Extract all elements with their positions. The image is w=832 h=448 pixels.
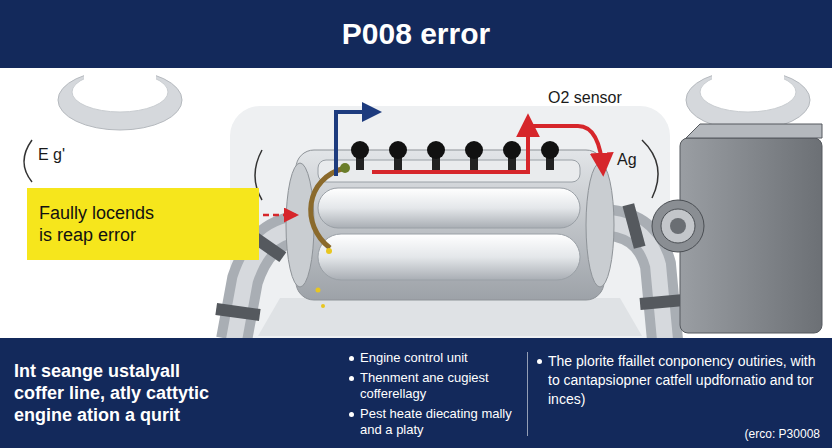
flow-arrow	[336, 112, 378, 176]
summary-text: Int seange ustalyall coffer line, atly c…	[14, 360, 222, 426]
title-band-text: P008 error	[0, 0, 832, 68]
engine-bolt	[503, 141, 521, 159]
transmission-box	[652, 124, 822, 333]
engine-block	[586, 163, 614, 287]
text-item: The plorite ffaillet conponency outiries…	[536, 352, 820, 409]
title-band	[0, 0, 832, 68]
text-item: (erco: P30008	[745, 427, 820, 442]
fuel-tube	[340, 163, 350, 173]
axis-label: Ag	[617, 150, 637, 169]
text-item: Engine control unit	[348, 350, 520, 366]
text-column: Faully locends is reap error	[39, 202, 247, 246]
fault-pointer-arrow	[263, 215, 296, 216]
label-holder: Ag	[617, 150, 637, 169]
text-item: Pest heate diecating mally and a platy	[348, 406, 520, 438]
part-label: O2 sensor	[548, 88, 622, 107]
fuel-tube	[326, 248, 332, 254]
bullet-text: The plorite ffaillet conponency outiries…	[548, 352, 820, 409]
engine-bolt	[427, 141, 445, 159]
rotation-arc	[24, 140, 32, 182]
bullet-dot	[349, 356, 354, 361]
engine-base	[258, 298, 642, 336]
engine-bolt	[541, 141, 559, 159]
fuel-tube	[311, 163, 350, 308]
exhaust-pipe	[623, 203, 646, 249]
fuel-tube	[316, 288, 321, 293]
error-code-caption: (erco: P30008	[745, 427, 820, 442]
text-column: The plorite ffaillet conponency outiries…	[536, 352, 820, 409]
callout-text: Faully locends is reap error	[39, 202, 163, 246]
column-divider	[527, 352, 528, 436]
exhaust-pipe	[215, 303, 260, 321]
title-band	[0, 0, 832, 68]
engine-block	[318, 234, 580, 280]
background-platform	[230, 106, 670, 342]
fault-pointer-arrow	[263, 214, 296, 217]
text-column: Int seange ustalyall coffer line, atly c…	[14, 360, 222, 426]
sensor-wire	[372, 118, 603, 172]
transmission-box	[652, 200, 704, 252]
text-column: Engine control unitThenment ane cugiest …	[348, 350, 520, 442]
transmission-box	[670, 218, 686, 234]
label-holder: O2 sensor	[548, 88, 622, 107]
bullet-dot	[537, 359, 542, 364]
axis-label: E g'	[38, 145, 65, 164]
background-platform	[230, 106, 670, 342]
sensor-wire	[372, 118, 528, 172]
text-item: Faully locends is reap error	[39, 202, 247, 246]
engine-bolt	[351, 141, 369, 159]
engine-bolt	[389, 141, 407, 159]
corner-cylinder	[58, 62, 810, 130]
engine-bolt	[465, 141, 483, 159]
rotation-arc	[642, 140, 658, 198]
bullet-text: Pest heate diecating mally and a platy	[360, 406, 520, 438]
text-item: Thenment ane cugiest cofferellagy	[348, 370, 520, 402]
fault-callout-box: Faully locends is reap error	[27, 188, 259, 260]
engine-base	[258, 298, 642, 336]
flow-arrow	[336, 112, 378, 176]
info-band: Int seange ustalyall coffer line, atly c…	[0, 338, 832, 448]
transmission-box	[661, 209, 695, 243]
label-holder: E g'	[38, 145, 65, 164]
fuel-tube	[311, 168, 345, 248]
sensor-wire	[528, 126, 603, 172]
transmission-box	[686, 124, 822, 138]
engine-block	[318, 188, 580, 228]
text-column: (erco: P30008	[745, 427, 820, 442]
fuel-tube	[321, 304, 325, 308]
exhaust-pipe	[640, 294, 685, 310]
bullet-dot	[349, 412, 354, 417]
engine-block	[286, 163, 314, 287]
bullet-dot	[349, 376, 354, 381]
text-item: Int seange ustalyall coffer line, atly c…	[14, 360, 222, 426]
bullet-text: Thenment ane cugiest cofferellagy	[360, 370, 520, 402]
bullet-text: Engine control unit	[360, 350, 520, 366]
title-text: P008 error	[342, 17, 490, 51]
